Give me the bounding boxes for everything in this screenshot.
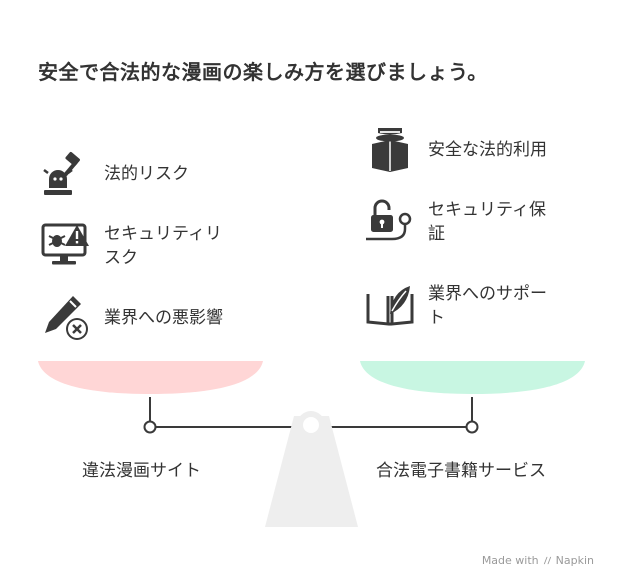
- footer-text: Made with: [481, 554, 539, 567]
- left-pan: [38, 361, 263, 394]
- leaf-book-icon: [364, 280, 416, 332]
- fulcrum: [265, 416, 358, 527]
- right-item-safe-legal-use: 安全な法的利用: [364, 124, 547, 176]
- unlocked-padlock-icon: [364, 196, 416, 248]
- left-item-label: 法的リスク: [104, 164, 189, 184]
- gavel-icon: [40, 148, 92, 200]
- left-item-security-risk: セキュリティリ スク: [40, 220, 222, 272]
- napkin-logo-icon: [543, 556, 551, 565]
- right-item-label: セキュリティ保 証: [428, 200, 546, 244]
- shield-book-icon: [364, 124, 416, 176]
- left-item-industry-harm: 業界への悪影響: [40, 292, 223, 344]
- right-item-security-assurance: セキュリティ保 証: [364, 196, 546, 248]
- right-item-industry-support: 業界へのサポー ト: [364, 280, 547, 332]
- footer-brand: Napkin: [555, 554, 594, 567]
- made-with-napkin: Made with Napkin: [482, 554, 594, 567]
- right-item-label: 業界へのサポー ト: [428, 284, 547, 328]
- right-pan: [360, 361, 585, 394]
- right-item-label: 安全な法的利用: [428, 140, 547, 160]
- page-title: 安全で合法的な漫画の楽しみ方を選びましょう。: [38, 60, 488, 84]
- virus-warning-monitor-icon: [40, 220, 92, 272]
- broken-pen-icon: [40, 292, 92, 344]
- left-item-label: 業界への悪影響: [104, 308, 223, 328]
- left-item-legal-risk: 法的リスク: [40, 148, 189, 200]
- left-joint: [143, 420, 157, 434]
- fulcrum-pivot-hole: [303, 417, 319, 433]
- right-caption: 合法電子書籍サービス: [376, 461, 546, 481]
- left-item-label: セキュリティリ スク: [104, 224, 222, 268]
- right-joint: [465, 420, 479, 434]
- left-caption: 違法漫画サイト: [82, 461, 201, 481]
